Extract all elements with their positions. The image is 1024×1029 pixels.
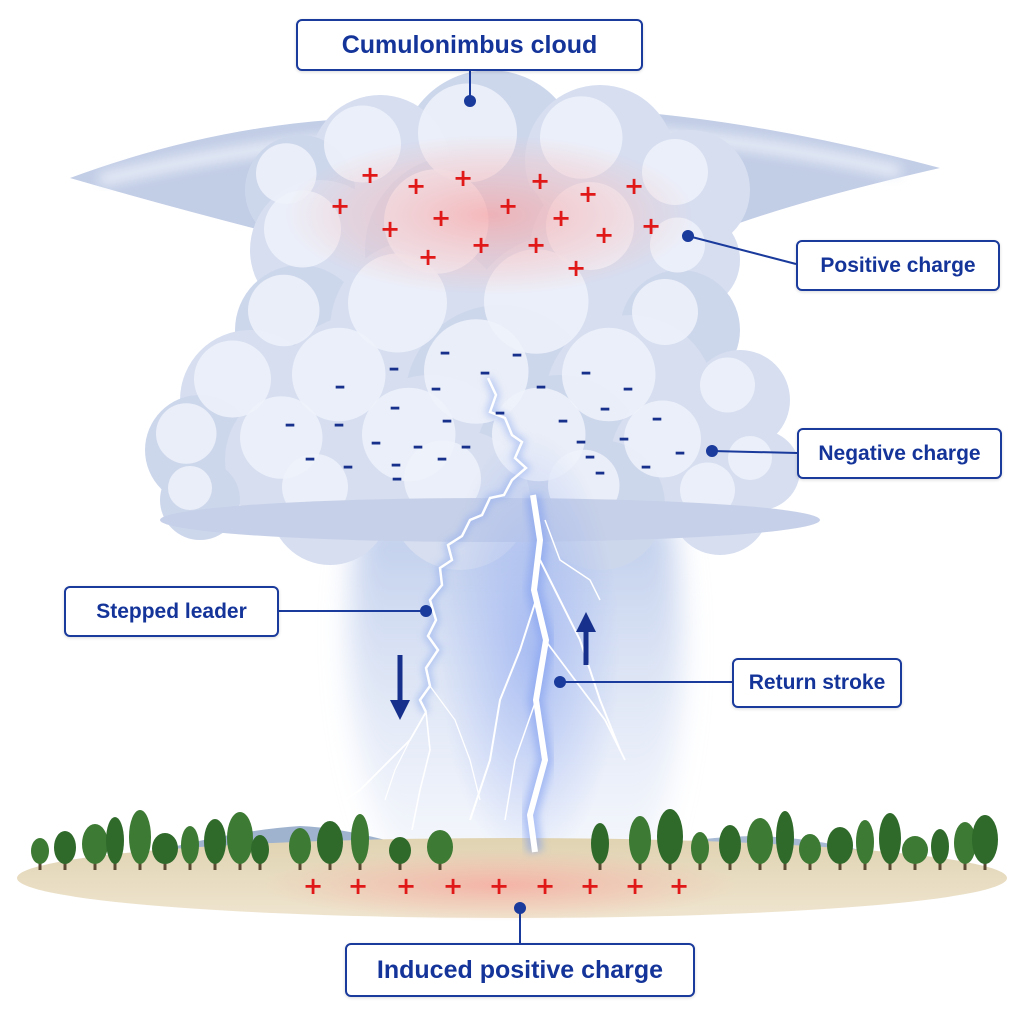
cloud-title-label: Cumulonimbus cloud: [296, 19, 643, 71]
positive-charge-symbol: +: [526, 231, 546, 259]
induced-charge-glow: [260, 849, 740, 921]
negative-charge-symbol: –: [600, 396, 611, 421]
positive-charge-symbol: +: [551, 204, 571, 232]
stepped-leader-bolt: [344, 376, 532, 831]
arrow-up-icon: [576, 612, 596, 665]
negative-charge-symbol: –: [371, 430, 382, 455]
positive-charge-symbol: +: [406, 172, 426, 200]
positive-charge-symbol: +: [360, 161, 380, 189]
positive-charge-symbol: +: [330, 192, 350, 220]
negative-charge-symbol: –: [343, 454, 354, 479]
negative-charge-symbol: –: [461, 434, 472, 459]
negative-charge-symbol: –: [431, 376, 442, 401]
trees: [31, 809, 998, 870]
negative-charge-symbol: –: [391, 452, 402, 477]
leader-lines: [279, 71, 798, 943]
negative-charge-symbol: –: [495, 400, 506, 425]
return-stroke-label: Return stroke: [732, 658, 902, 708]
positive-charge-symbol: +: [594, 221, 614, 249]
negative-charge-symbol: –: [335, 374, 346, 399]
positive-charge-symbol: +: [380, 215, 400, 243]
negative-charge-symbol: –: [390, 395, 401, 420]
positive-charge-symbol: +: [418, 243, 438, 271]
negative-charge-symbol: –: [623, 376, 634, 401]
induced-positive-charge-label: Induced positive charge: [345, 943, 695, 997]
negative-charge-symbol: –: [619, 426, 630, 451]
induced-positive-charge-symbol: +: [580, 872, 600, 900]
negative-charge-symbol: –: [536, 374, 547, 399]
induced-positive-charge-symbol: +: [669, 872, 689, 900]
lightning-glow: [440, 430, 620, 870]
negative-charge-symbol: –: [675, 440, 686, 465]
induced-positive-charge-symbol: +: [535, 872, 555, 900]
negative-charge-symbol: –: [413, 434, 424, 459]
return-stroke-bolt: [469, 493, 626, 854]
induced-positive-charge-symbol: +: [303, 872, 323, 900]
negative-charge-symbol: –: [480, 360, 491, 385]
negative-charge-symbol: –: [576, 429, 587, 454]
induced-positive-charge-symbol: +: [348, 872, 368, 900]
positive-charge-symbol: +: [641, 212, 661, 240]
negative-charge-symbol: –: [652, 406, 663, 431]
positive-charge-symbol: +: [566, 254, 586, 282]
negative-charge-label: Negative charge: [797, 428, 1002, 479]
negative-charge-symbol: –: [389, 356, 400, 381]
arrow-down-icon: [390, 655, 410, 720]
induced-positive-charge-symbol: +: [625, 872, 645, 900]
positive-charge-symbol: +: [453, 164, 473, 192]
negative-charge-symbol: –: [334, 412, 345, 437]
induced-positive-charge-symbol: +: [396, 872, 416, 900]
positive-charge-symbol: +: [431, 204, 451, 232]
negative-charge-symbol: –: [581, 360, 592, 385]
positive-charge-label: Positive charge: [796, 240, 1000, 291]
negative-charge-symbol: –: [305, 446, 316, 471]
negative-charge-symbol: –: [585, 444, 596, 469]
positive-charge-symbol: +: [624, 172, 644, 200]
positive-charge-symbol: +: [498, 192, 518, 220]
induced-positive-charge-symbol: +: [443, 872, 463, 900]
negative-charge-symbol: –: [558, 408, 569, 433]
negative-charge-symbol: –: [595, 460, 606, 485]
induced-positive-charge-symbol: +: [489, 872, 509, 900]
positive-charge-symbol: +: [530, 167, 550, 195]
stepped-leader-label: Stepped leader: [64, 586, 279, 637]
charges: +++++++++++++++++–––––––––––––––––––––––…: [285, 161, 690, 900]
positive-charge-symbol: +: [471, 231, 491, 259]
negative-charge-symbol: –: [392, 466, 403, 491]
negative-charge-symbol: –: [440, 340, 451, 365]
negative-charge-symbol: –: [437, 446, 448, 471]
negative-charge-symbol: –: [641, 454, 652, 479]
positive-charge-symbol: +: [578, 180, 598, 208]
negative-charge-symbol: –: [512, 342, 523, 367]
negative-charge-symbol: –: [285, 412, 296, 437]
negative-charge-symbol: –: [442, 408, 453, 433]
positive-charge-region: [285, 135, 695, 295]
